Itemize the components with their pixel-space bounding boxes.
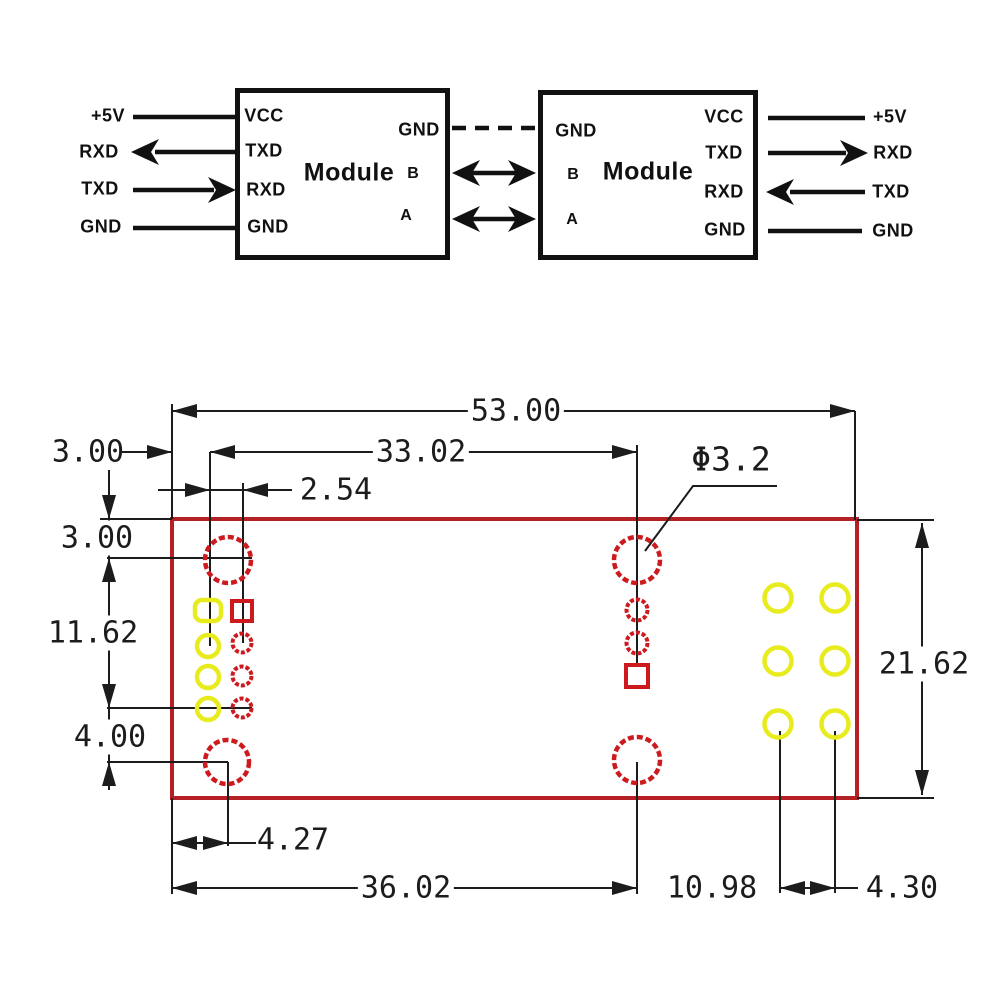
ext-label-txd-left: TXD [81, 178, 119, 199]
dim-overall-height: 21.62 [875, 646, 973, 682]
pin-txd-right-module: TXD [705, 142, 743, 163]
pin-vcc-left-module: VCC [244, 105, 284, 126]
dimension-arrowheads [102, 404, 929, 895]
ext-label-rxd-left: RXD [79, 141, 119, 162]
red-square-pad-right [624, 663, 650, 689]
ext-label-5v-right: +5V [872, 106, 908, 127]
arrow-right-rxd [840, 140, 868, 166]
ext-label-gnd-right: GND [872, 220, 914, 241]
yellow-pad [819, 645, 851, 677]
dim-overall-width: 53.00 [467, 393, 565, 429]
pin-a-left-module: A [400, 207, 412, 224]
mount-hole-top-left [202, 534, 254, 586]
pin-gnd-left-module: GND [247, 216, 289, 237]
red-pad [230, 664, 254, 688]
ext-label-5v-left: +5V [90, 105, 126, 126]
dim-pad-column-span: 11.62 [44, 615, 142, 651]
dim-bottom-hole-x: 4.27 [256, 822, 330, 858]
arrow-left-rxd [131, 139, 159, 165]
pin-a-right-module: A [566, 211, 578, 228]
yellow-pad [762, 582, 794, 614]
left-module-title: Module [303, 158, 395, 187]
dim-edge-to-hole-y: 3.00 [57, 520, 137, 556]
dim-mount-hole-span: 33.02 [372, 434, 470, 470]
schematic-arrowheads [131, 139, 868, 232]
pcb-red-pads [230, 597, 650, 720]
mount-hole-bottom-left [202, 737, 252, 787]
red-square-pad-left [230, 599, 254, 623]
pin-b-left-module: B [407, 165, 419, 182]
mount-hole-top-right [611, 534, 663, 586]
arrow-into-left-module [208, 177, 236, 203]
red-pad [230, 696, 254, 720]
dim-hole-diameter: Φ3.2 [691, 439, 771, 479]
arrow-into-right-module [766, 179, 794, 205]
dim-yellow-pad-gap: 4.30 [865, 870, 939, 906]
red-pad [624, 597, 650, 623]
yellow-pad [762, 645, 794, 677]
pin-txd-left-module: TXD [245, 140, 283, 161]
yellow-pad [194, 632, 222, 660]
dim-right-gap: 10.98 [666, 870, 758, 906]
pin-rxd-left-module: RXD [246, 179, 286, 200]
right-module-box [538, 90, 758, 260]
red-pad [624, 630, 650, 656]
left-module-box [235, 88, 450, 260]
pcb-board-outline [170, 517, 859, 800]
pin-gnd-right-module: GND [704, 219, 746, 240]
yellow-pad-rounded [192, 597, 224, 624]
pcb-mounting-holes [202, 534, 663, 787]
pin-b-right-module: B [567, 166, 579, 183]
pin-rxd-right-module: RXD [704, 181, 744, 202]
hole-diameter-leader [644, 485, 777, 552]
yellow-pad [194, 663, 222, 691]
pcb-yellow-pads [192, 582, 851, 740]
pin-gnd-left-module-right: GND [398, 119, 440, 140]
pin-vcc-right-module: VCC [704, 106, 744, 127]
right-module-title: Module [602, 157, 694, 186]
yellow-pad [194, 695, 222, 723]
ext-label-rxd-right: RXD [873, 142, 913, 163]
board-rect [170, 517, 859, 800]
pin-gnd-right-module-left: GND [555, 120, 597, 141]
dim-edge-to-hole-x: 3.00 [51, 434, 125, 470]
red-pad [230, 631, 254, 655]
ext-label-gnd-left: GND [80, 216, 122, 237]
ext-label-txd-right: TXD [872, 181, 910, 202]
dim-bottom-span: 36.02 [357, 870, 455, 906]
dimension-lines [100, 404, 934, 894]
yellow-pad [819, 708, 851, 740]
dim-bottom-hole-up: 4.00 [70, 719, 150, 755]
yellow-pad [819, 582, 851, 614]
mount-hole-bottom-right [611, 734, 663, 786]
yellow-pad [762, 708, 794, 740]
dim-pin-pitch: 2.54 [299, 472, 373, 508]
